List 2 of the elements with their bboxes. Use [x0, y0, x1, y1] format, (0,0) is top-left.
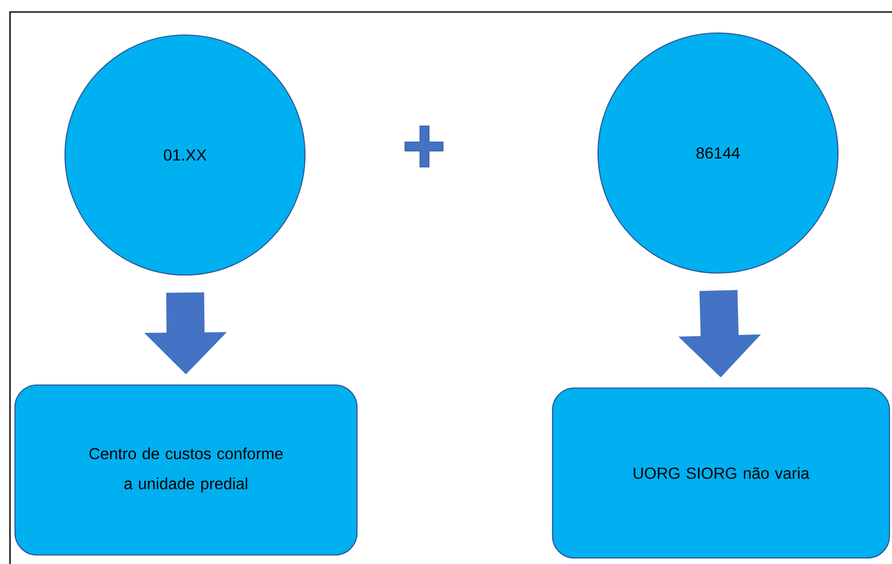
rounded-box: UORG SIORG não varia [552, 387, 890, 559]
rounded-box: Centro de custos conforme a unidade predial [14, 384, 358, 556]
